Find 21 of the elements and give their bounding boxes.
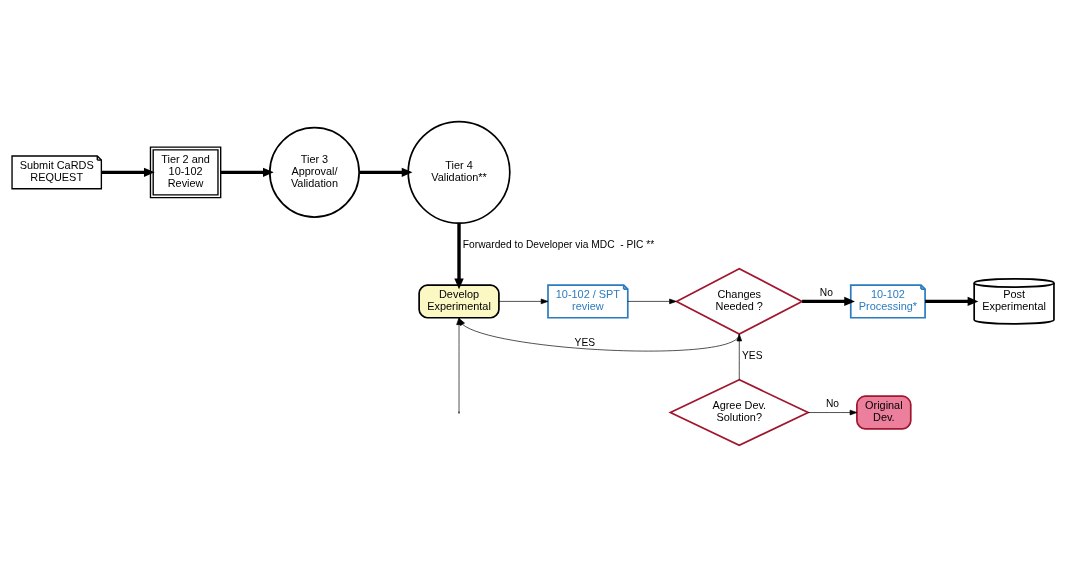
arrow <box>736 333 742 381</box>
arrow <box>498 298 549 305</box>
arrow <box>802 296 855 307</box>
node-circle: Tier 3 Approval/ Validation <box>268 126 360 218</box>
edge-label: No <box>825 398 840 410</box>
edge-label: No <box>819 286 833 298</box>
arrow <box>359 167 413 178</box>
node-diamond: Changes Needed ? <box>674 267 804 336</box>
arrow <box>101 167 155 178</box>
arrow <box>807 409 858 416</box>
node-diamond: Agree Dev. Solution? <box>668 378 811 447</box>
node-box: Develop Experimental <box>418 284 500 319</box>
edge-label: Forwarded to Developer via MDC - PIC ** <box>462 239 655 251</box>
edge-label: YES <box>742 350 763 362</box>
arrow <box>454 223 464 290</box>
arrow <box>925 296 979 307</box>
edge-label: YES <box>574 337 596 349</box>
node-box: Original Dev. <box>856 395 912 430</box>
arrow <box>220 167 274 178</box>
node-circle: Tier 4 Validation** <box>407 120 511 224</box>
arrow <box>627 298 677 305</box>
